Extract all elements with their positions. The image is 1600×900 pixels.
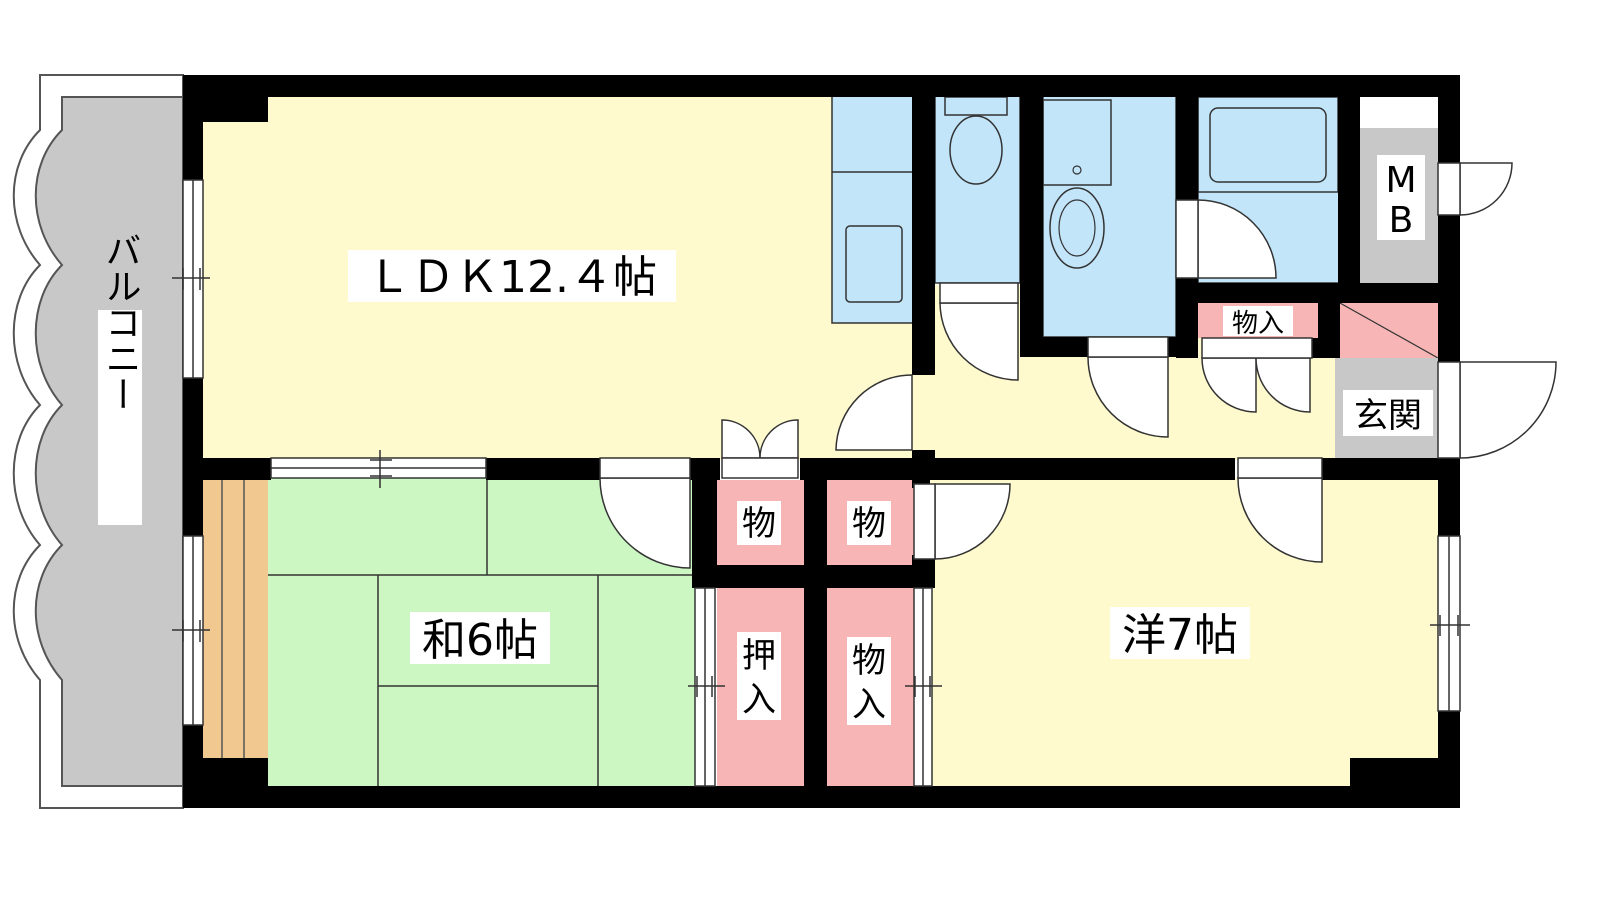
washitsu-label: 和6帖 bbox=[422, 615, 538, 666]
door-storage-small-right bbox=[934, 483, 1011, 560]
door-washroom bbox=[1087, 356, 1169, 438]
balcony-label: バルコニー bbox=[100, 232, 141, 412]
mb-label-b: B bbox=[1389, 200, 1414, 241]
sink-icon bbox=[845, 225, 903, 303]
door-storage-upper bbox=[1201, 357, 1257, 413]
tatami-lines bbox=[268, 478, 695, 788]
storage-small-right-label: 物 bbox=[852, 504, 886, 544]
washbasin-icon bbox=[1049, 187, 1105, 269]
genkan-label: 玄関 bbox=[1354, 396, 1422, 436]
oshiire-label-1: 押 bbox=[742, 636, 776, 676]
door-ldk bbox=[835, 374, 913, 451]
tokonoma bbox=[200, 478, 268, 758]
storage-upper-label: 物入 bbox=[1232, 309, 1284, 339]
door-youshitsu bbox=[1237, 477, 1323, 563]
monoire-label-2: 入 bbox=[852, 685, 886, 725]
door-bath bbox=[1197, 199, 1277, 279]
door-washitsu bbox=[599, 477, 691, 569]
door-toilet bbox=[939, 302, 1019, 381]
toilet-room bbox=[934, 94, 1021, 284]
storage-small-left-label: 物 bbox=[742, 504, 776, 544]
ldk-label: ＬＤＫ12.４帖 bbox=[367, 252, 657, 303]
door-mb bbox=[1459, 162, 1513, 216]
washroom bbox=[1042, 94, 1177, 338]
kitchen-counter bbox=[831, 94, 916, 324]
windows bbox=[182, 179, 1461, 787]
door-entrance bbox=[1459, 361, 1557, 459]
youshitsu-label: 洋7帖 bbox=[1122, 610, 1238, 661]
toilet-icon bbox=[949, 115, 1003, 185]
mb-label-m: M bbox=[1385, 160, 1416, 201]
monoire-label-1: 物 bbox=[852, 641, 886, 681]
doors bbox=[599, 162, 1557, 569]
oshiire-label-2: 入 bbox=[742, 680, 776, 720]
